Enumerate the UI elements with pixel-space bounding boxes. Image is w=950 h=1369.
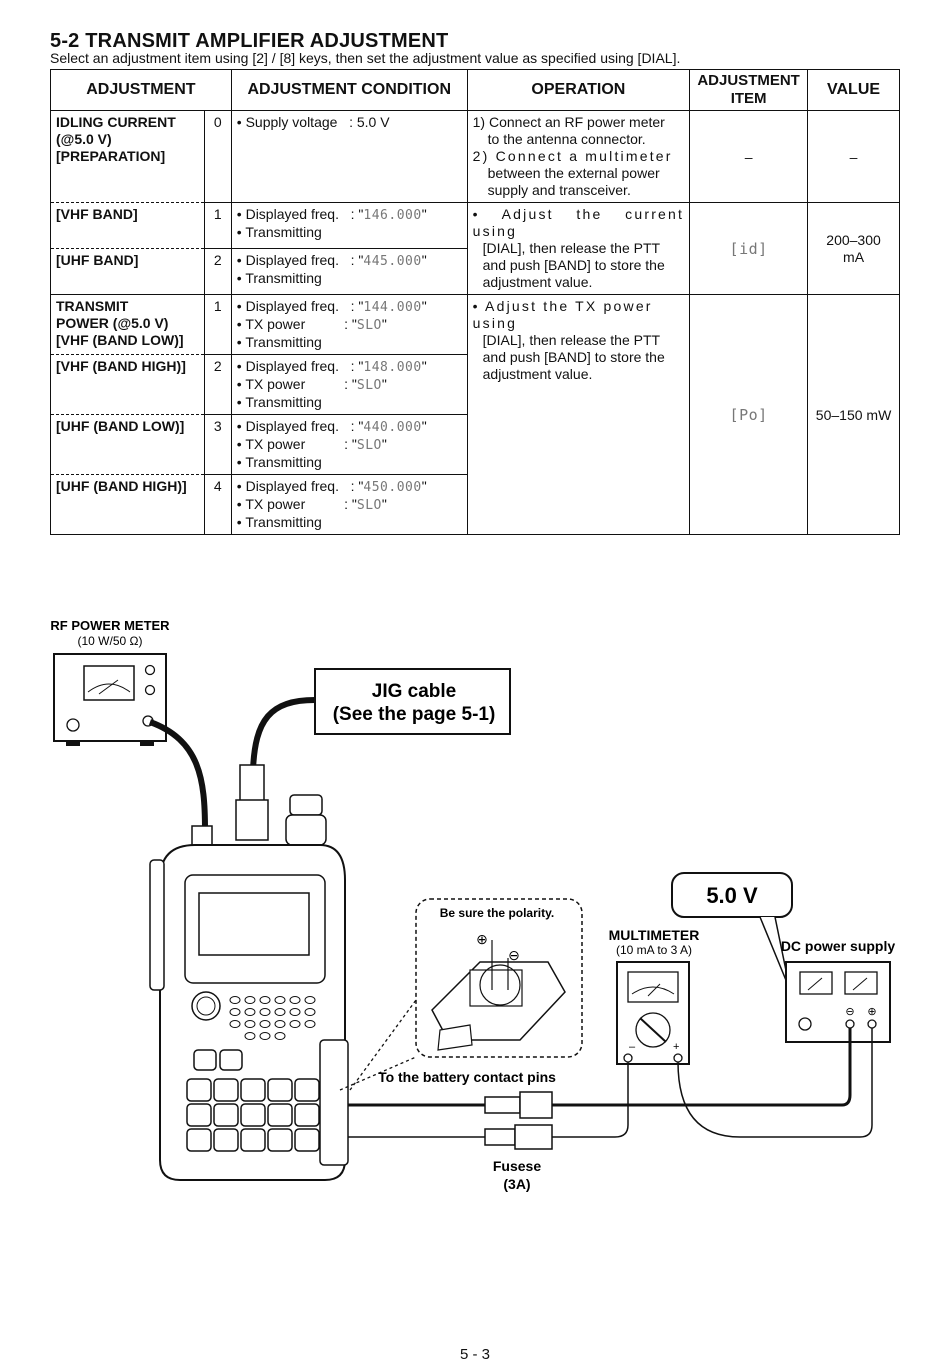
adj-condition: • Displayed freq. : "445.000" • Transmit… [230, 248, 468, 295]
rf-meter-spec: (10 W/50 Ω) [78, 634, 143, 648]
table-row: [UHF (BAND LOW)] 3 • Displayed freq. : "… [50, 414, 900, 475]
adj-item: – [689, 110, 809, 203]
adj-condition: • Displayed freq. : "440.000" • TX power… [230, 414, 468, 475]
header-condition: ADJUSTMENT CONDITION [230, 69, 468, 111]
header-value: VALUE [807, 69, 900, 111]
instruction-text: Select an adjustment item using [2] / [8… [50, 50, 681, 66]
adj-name: [VHF (BAND HIGH)] [50, 354, 205, 415]
lcd-freq: 146.000 [363, 208, 422, 223]
adj-value: 50–150 mW [807, 294, 900, 535]
table-row: IDLING CURRENT(@5.0 V)[PREPARATION] 0 • … [50, 110, 900, 203]
adj-name: [VHF BAND] [50, 202, 205, 249]
adj-condition: • Displayed freq. : "144.000" • TX power… [230, 294, 468, 355]
adj-operation: • Adjust the TX power using [DIAL], then… [466, 294, 691, 535]
adj-condition: • Supply voltage : 5.0 V [230, 110, 468, 203]
header-operation: OPERATION [466, 69, 691, 111]
adj-value: – [807, 110, 900, 203]
polarity-note: Be sure the polarity. [440, 906, 554, 920]
adjustment-table: ADJUSTMENT ADJUSTMENT CONDITION OPERATIO… [50, 69, 900, 535]
connection-diagram: RF POWER METER (10 W/50 Ω) JIG cable (Se… [50, 618, 896, 1192]
svg-text:⊕: ⊕ [867, 1006, 876, 1018]
table-header-row: ADJUSTMENT ADJUSTMENT CONDITION OPERATIO… [50, 69, 900, 111]
fuse-rating: (3A) [503, 1176, 530, 1192]
wiring: – + [348, 1028, 873, 1150]
jig-cable-ref: (See the page 5-1) [333, 704, 496, 725]
adj-number: 2 [203, 248, 232, 295]
adj-number: 0 [203, 110, 232, 203]
adj-name: [UHF (BAND LOW)] [50, 414, 205, 475]
adj-name: [UHF BAND] [50, 248, 205, 295]
wire-minus: – [560, 1089, 567, 1103]
svg-text:⊖: ⊖ [508, 947, 520, 963]
multimeter-minus: – [629, 1041, 636, 1053]
adj-condition: • Displayed freq. : "148.000" • TX power… [230, 354, 468, 415]
svg-text:⊕: ⊕ [476, 931, 488, 947]
adj-operation: • Adjust the current using [DIAL], then … [466, 202, 691, 295]
adj-item: [id] [689, 202, 809, 295]
adj-number: 4 [203, 474, 232, 535]
adj-condition: • Displayed freq. : "146.000" • Transmit… [230, 202, 468, 249]
adj-condition: • Displayed freq. : "450.000" • TX power… [230, 474, 468, 535]
dc-supply-label: DC power supply [781, 938, 896, 954]
adj-number: 3 [203, 414, 232, 475]
transceiver [149, 764, 349, 1181]
adj-number: 1 [203, 294, 232, 355]
jig-cable-callout: JIG cable (See the page 5-1) [314, 668, 511, 735]
multimeter-title: MULTIMETER [609, 927, 700, 943]
jig-cable [250, 697, 316, 771]
multimeter-plus: + [673, 1041, 679, 1053]
adj-name: IDLING CURRENT(@5.0 V)[PREPARATION] [50, 110, 205, 203]
table-row: [UHF BAND] 2 • Displayed freq. : "445.00… [50, 248, 900, 295]
voltage-callout: 5.0 V [671, 872, 793, 991]
adj-operation: 1) Connect an RF power meter to the ante… [466, 110, 691, 203]
adj-number: 1 [203, 202, 232, 249]
table-row: [VHF BAND] 1 • Displayed freq. : "146.00… [50, 202, 900, 295]
polarity-inset: Be sure the polarity. ⊕ ⊖ [339, 898, 583, 1091]
adj-name: [UHF (BAND HIGH)] [50, 474, 205, 535]
section-title: 5-2 TRANSMIT AMPLIFIER ADJUSTMENT [50, 30, 449, 52]
fuse-label: Fusese [493, 1158, 541, 1174]
rf-power-meter: RF POWER METER (10 W/50 Ω) [50, 618, 170, 746]
voltage-label: 5.0 V [706, 883, 758, 908]
multimeter: MULTIMETER (10 mA to 3 A) – + [609, 927, 700, 1065]
multimeter-spec: (10 mA to 3 A) [616, 943, 692, 957]
wire-plus: + [558, 1123, 564, 1135]
battery-pins-label: To the battery contact pins [378, 1069, 556, 1085]
jig-cable-label: JIG cable [372, 681, 457, 702]
svg-text:⊖: ⊖ [845, 1006, 854, 1018]
page-number: 5 - 3 [459, 1346, 490, 1363]
rf-meter-title: RF POWER METER [50, 618, 170, 633]
header-adjustment: ADJUSTMENT [50, 69, 232, 111]
table-row: [VHF (BAND HIGH)] 2 • Displayed freq. : … [50, 354, 900, 415]
dc-power-supply: DC power supply ⊖ ⊕ [781, 938, 896, 1043]
lcd-freq: 445.000 [363, 254, 422, 269]
table-row: [UHF (BAND HIGH)] 4 • Displayed freq. : … [50, 474, 900, 535]
rf-cable [148, 719, 208, 831]
adj-number: 2 [203, 354, 232, 415]
adj-item: [Po] [689, 294, 809, 535]
